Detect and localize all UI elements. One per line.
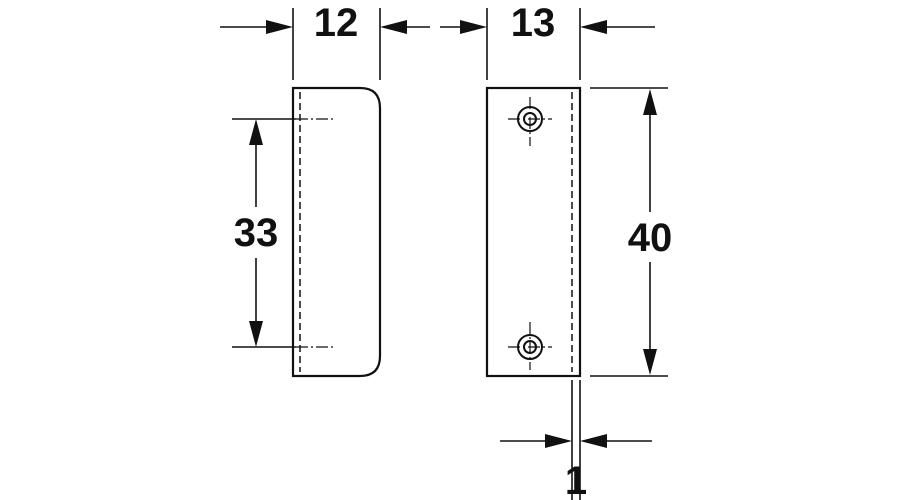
left-part-outline <box>291 86 382 378</box>
arrowhead <box>580 434 607 448</box>
arrowhead <box>249 321 263 347</box>
dimension-label-left-part-width: 12 <box>314 1 359 45</box>
arrowhead <box>580 20 607 34</box>
dimension-label-right-part-width: 13 <box>511 1 556 45</box>
dimension-label-right-part-height: 40 <box>628 216 673 260</box>
dimension-label-offset: 1 <box>565 459 587 500</box>
right-part-front-view <box>485 86 582 378</box>
dimension-hole-spacing: 33 <box>232 118 296 348</box>
arrowhead <box>380 20 407 34</box>
bottom-screw-hole-icon <box>508 322 552 370</box>
right-part-outline <box>485 86 582 378</box>
dimension-left-part-width: 12 <box>220 1 430 80</box>
dimension-right-part-height: 40 <box>590 87 673 377</box>
arrowhead <box>545 434 572 448</box>
dimension-offset: 1 <box>500 380 652 500</box>
left-part-side-view <box>291 86 382 378</box>
arrowhead <box>249 119 263 145</box>
arrowhead <box>266 20 293 34</box>
top-screw-hole-icon <box>508 97 552 146</box>
arrowhead <box>643 349 657 375</box>
arrowhead <box>643 89 657 115</box>
arrowhead <box>460 20 487 34</box>
dimension-right-part-width: 13 <box>440 1 655 80</box>
dimension-label-hole-spacing: 33 <box>234 211 279 255</box>
